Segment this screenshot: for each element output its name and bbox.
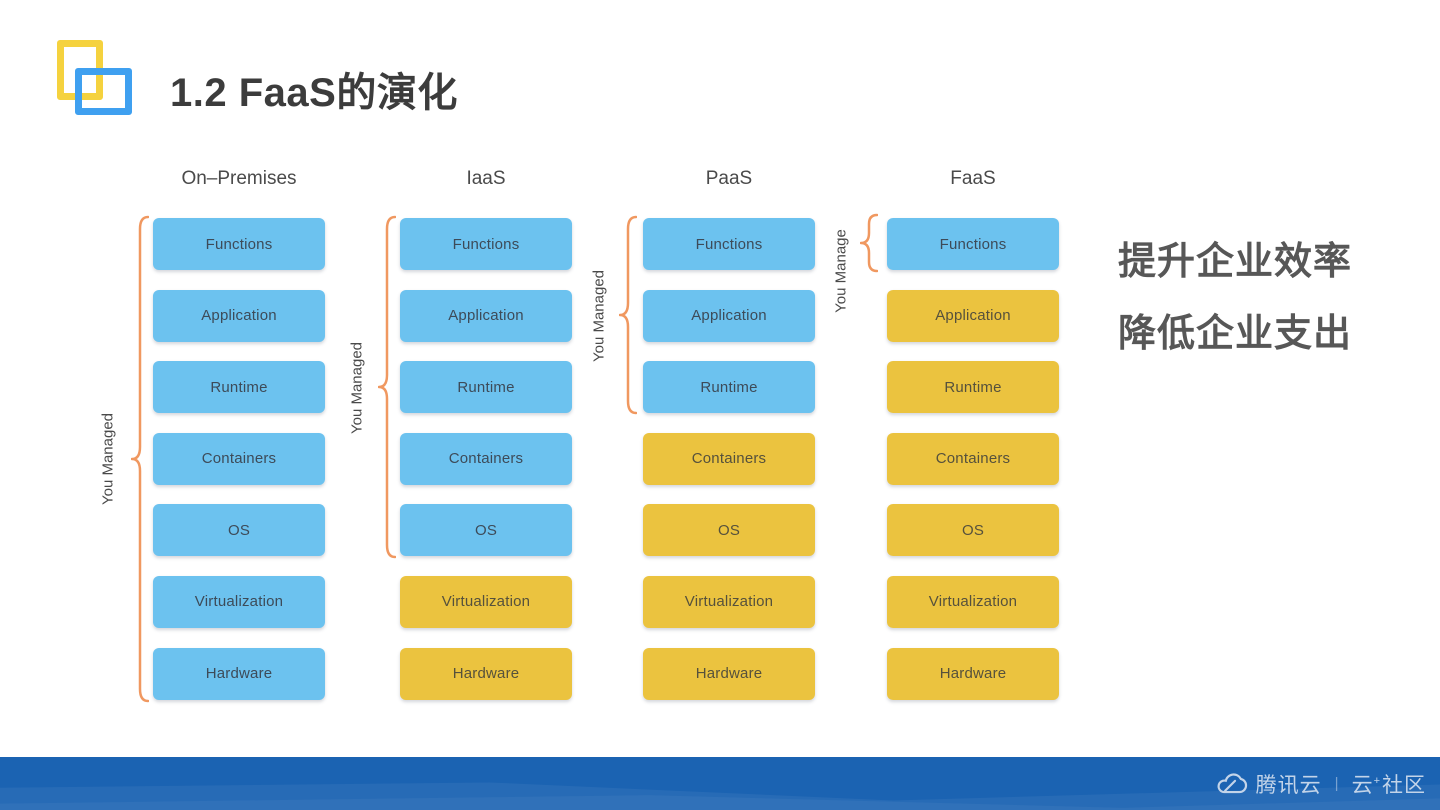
title-blue-square-icon: [75, 68, 132, 115]
layer-box: Hardware: [400, 647, 572, 700]
layer-box: OS: [400, 504, 572, 557]
bracket-label-faas: You Manage: [832, 229, 850, 313]
bracket-label-paas: You Managed: [590, 269, 608, 363]
layer-box: OS: [643, 504, 815, 557]
column-header-on-premises: On–Premises: [181, 168, 297, 189]
brace-paas: [619, 215, 637, 415]
column-iaas: Functions Application Runtime Containers…: [400, 218, 572, 700]
layer-box: OS: [153, 504, 325, 557]
layer-box: Runtime: [643, 361, 815, 414]
layer-box: Runtime: [153, 361, 325, 414]
footer-separator: |: [1334, 775, 1339, 792]
brace-faas: [860, 213, 878, 273]
page-title: 1.2 FaaS的演化: [170, 71, 458, 115]
footer-bar: 腾讯云 | 云+社区: [0, 757, 1440, 810]
layer-box: Application: [153, 289, 325, 342]
column-on-premises: Functions Application Runtime Containers…: [153, 218, 325, 700]
cloud-icon: [1213, 770, 1249, 798]
column-faas: Functions Application Runtime Containers…: [887, 218, 1059, 700]
layer-box: Containers: [887, 432, 1059, 485]
layer-box: Containers: [643, 432, 815, 485]
footer-brand-text: 腾讯云: [1255, 773, 1322, 797]
column-header-iaas: IaaS: [466, 168, 506, 189]
column-paas: Functions Application Runtime Containers…: [643, 218, 815, 700]
footer-community-text: 云+社区: [1351, 773, 1426, 797]
layer-box: Functions: [400, 218, 572, 270]
layer-box: Hardware: [887, 647, 1059, 700]
tencent-cloud-logo: 腾讯云 | 云+社区: [1213, 769, 1426, 799]
column-header-faas: FaaS: [950, 168, 996, 189]
layer-box: Functions: [643, 218, 815, 270]
layer-box: Runtime: [887, 361, 1059, 414]
column-header-paas: PaaS: [705, 168, 753, 189]
layer-box: Containers: [400, 432, 572, 485]
benefit-line-efficiency: 提升企业效率: [1118, 241, 1353, 283]
layer-box: Application: [400, 289, 572, 342]
layer-box: Application: [887, 289, 1059, 342]
bracket-label-on-premises: You Managed: [99, 412, 117, 506]
layer-box: Virtualization: [153, 575, 325, 628]
benefit-line-cost: 降低企业支出: [1118, 313, 1353, 355]
layer-box: Virtualization: [643, 575, 815, 628]
brace-on-premises: [131, 215, 149, 703]
bracket-label-iaas: You Managed: [348, 341, 366, 435]
layer-box: Functions: [153, 218, 325, 270]
layer-box: OS: [887, 504, 1059, 557]
layer-box: Virtualization: [887, 575, 1059, 628]
brace-iaas: [378, 215, 396, 559]
layer-box: Runtime: [400, 361, 572, 414]
layer-box: Hardware: [153, 647, 325, 700]
layer-box: Hardware: [643, 647, 815, 700]
layer-box: Application: [643, 289, 815, 342]
layer-box: Functions: [887, 218, 1059, 270]
layer-box: Virtualization: [400, 575, 572, 628]
layer-box: Containers: [153, 432, 325, 485]
